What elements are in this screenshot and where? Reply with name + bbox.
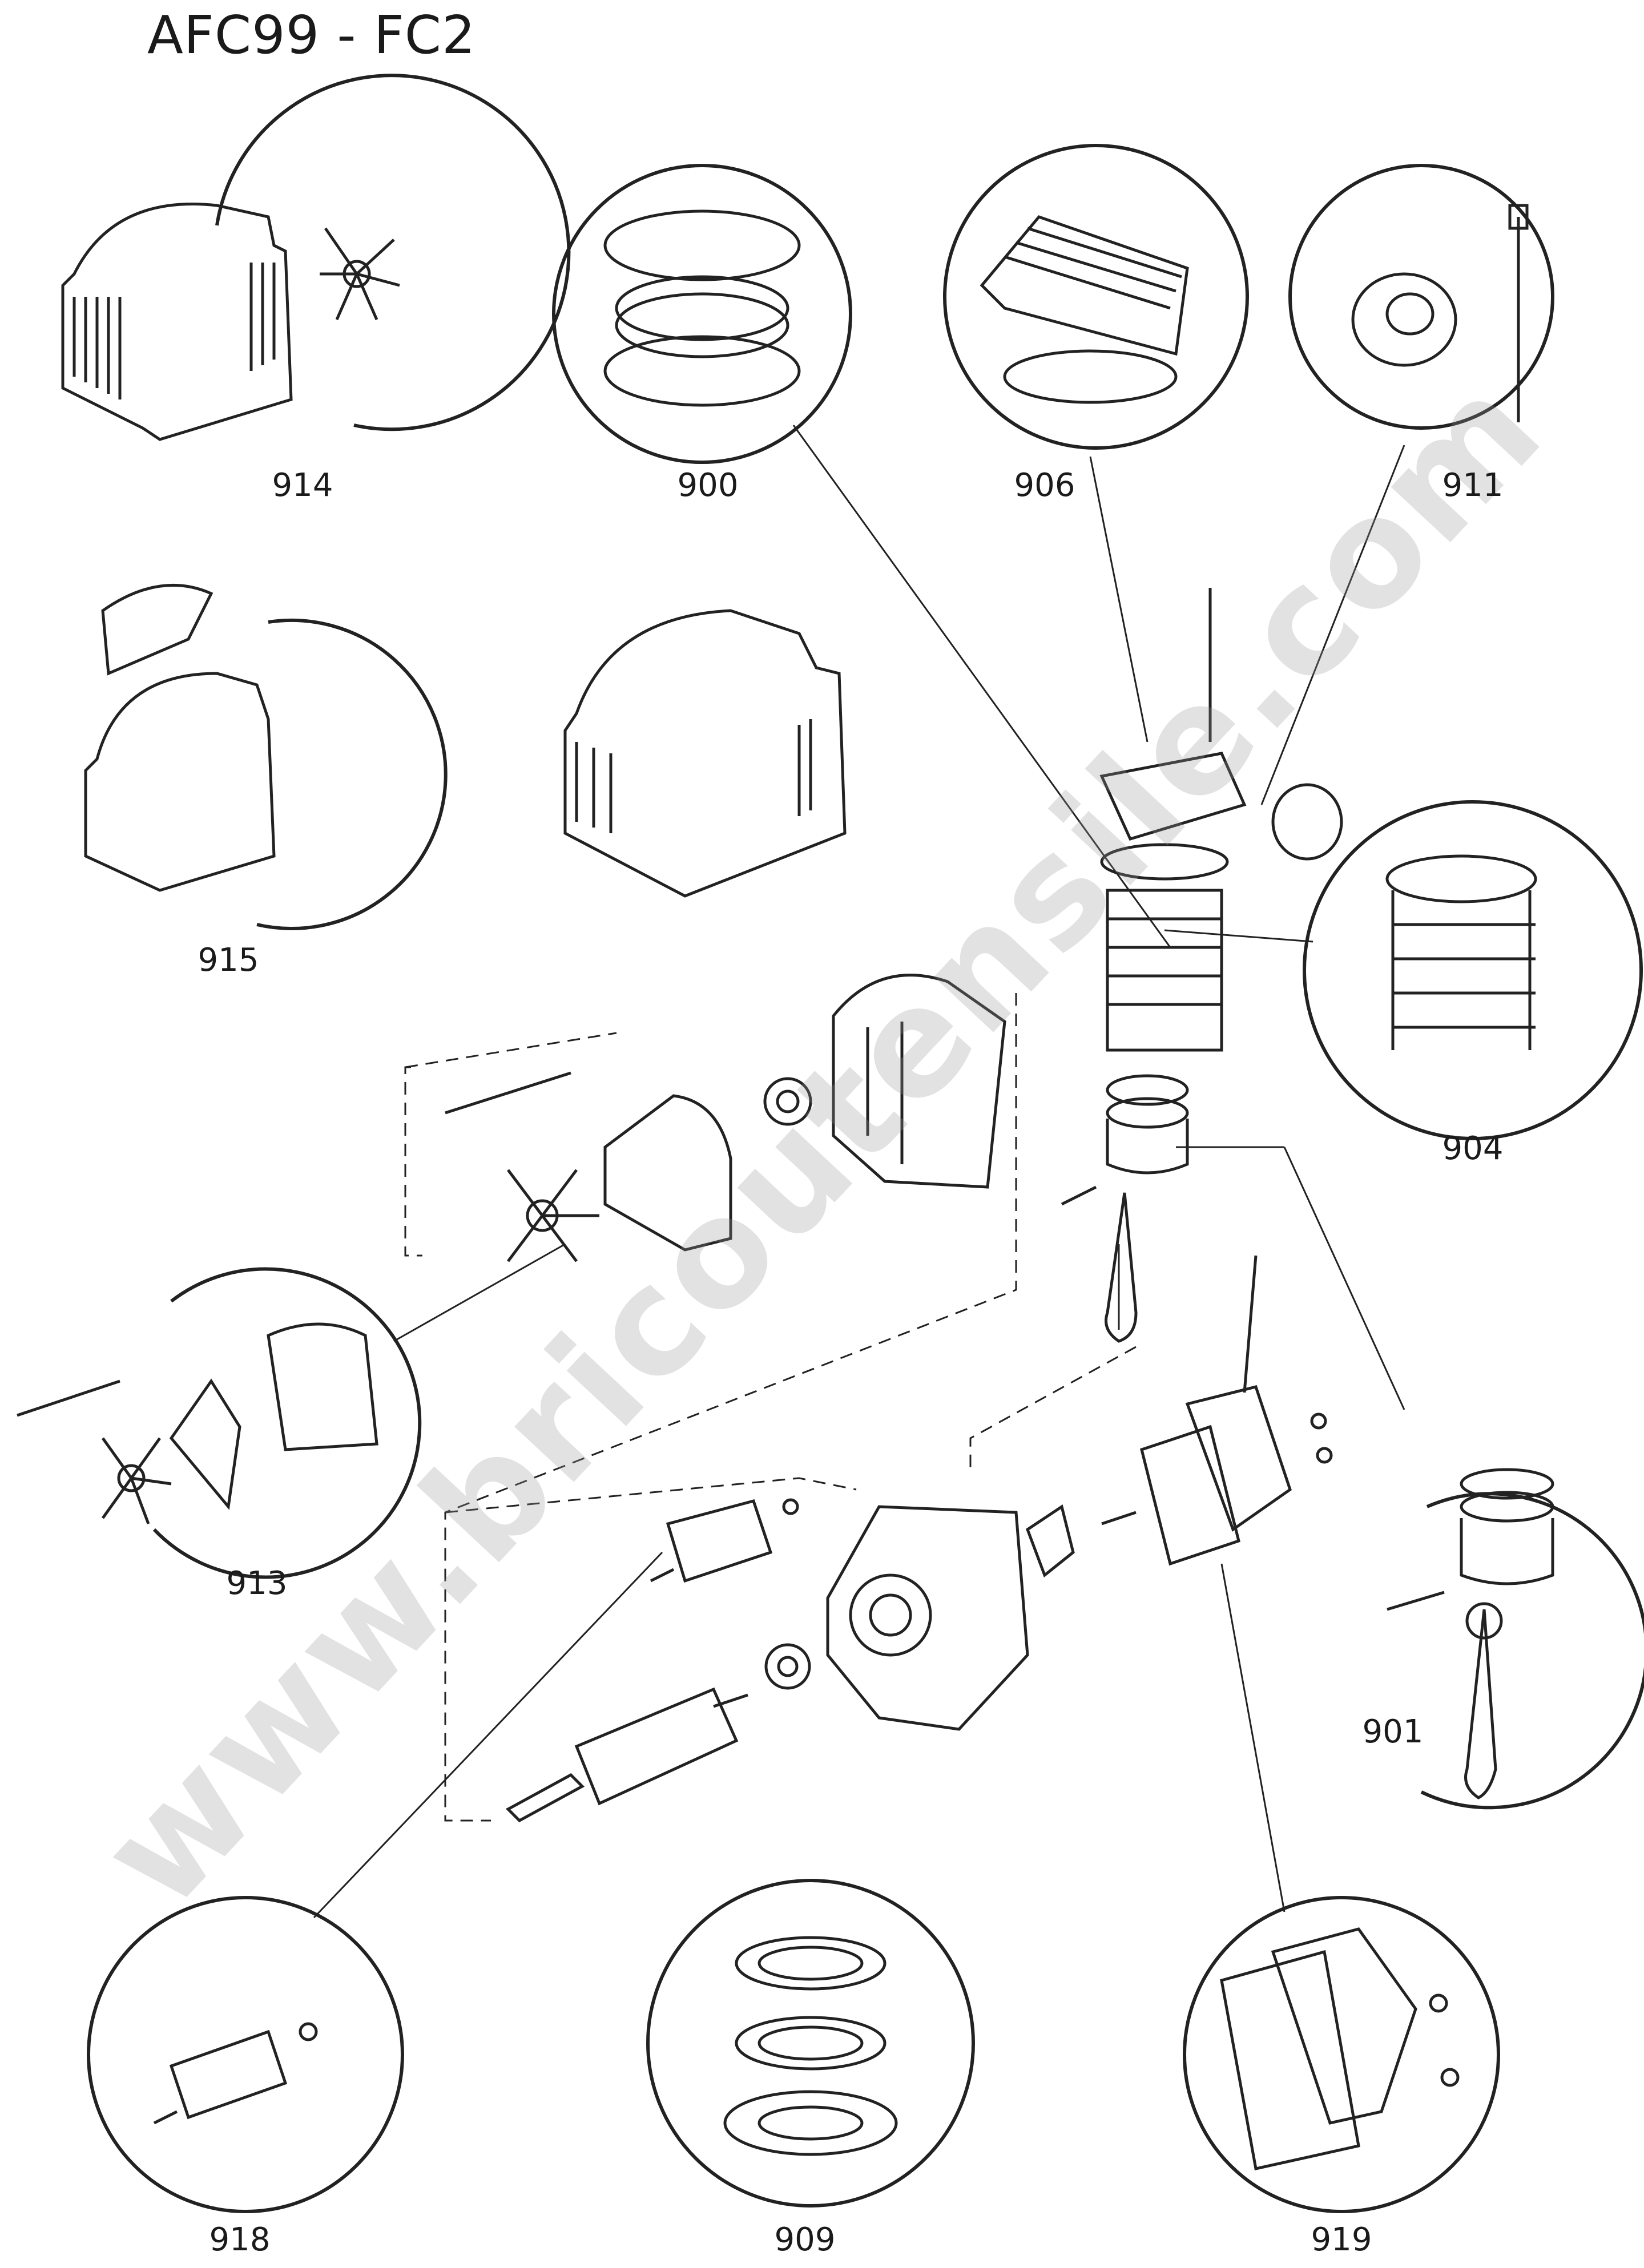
cover-standalone [563, 609, 847, 898]
part-904-circle [1303, 800, 1643, 1140]
part-label-906: 906 [1014, 467, 1075, 504]
part-label-901: 901 [1362, 1713, 1424, 1750]
part-label-904: 904 [1442, 1130, 1504, 1167]
part-918-circle [87, 1896, 404, 2213]
part-label-914: 914 [272, 467, 333, 504]
part-900-circle [552, 164, 852, 464]
leader-lines [313, 425, 1405, 1919]
part-906-circle [943, 144, 1249, 450]
part-919-circle [1183, 1896, 1500, 2213]
part-915-circle [84, 584, 448, 930]
part-909-circle [646, 1879, 975, 2208]
part-914-circle [61, 74, 571, 441]
diagram-title: AFC99 - FC2 [147, 5, 476, 66]
part-label-900: 900 [677, 467, 739, 504]
assembly-dashed-lines [404, 993, 1137, 1822]
part-label-915: 915 [198, 942, 259, 979]
part-label-909: 909 [774, 2221, 836, 2258]
upper-motor-assembly [445, 974, 1006, 1262]
part-911-circle [1288, 164, 1554, 430]
part-label-913: 913 [226, 1565, 288, 1602]
part-label-919: 919 [1311, 2221, 1372, 2258]
part-901-circle [1387, 1468, 1644, 1810]
part-label-918: 918 [209, 2221, 271, 2258]
central-pump-assembly [1061, 588, 1343, 1343]
part-label-911: 911 [1442, 467, 1504, 504]
lower-motor-assembly [505, 1255, 1333, 1823]
part-913-circle [17, 1267, 422, 1579]
